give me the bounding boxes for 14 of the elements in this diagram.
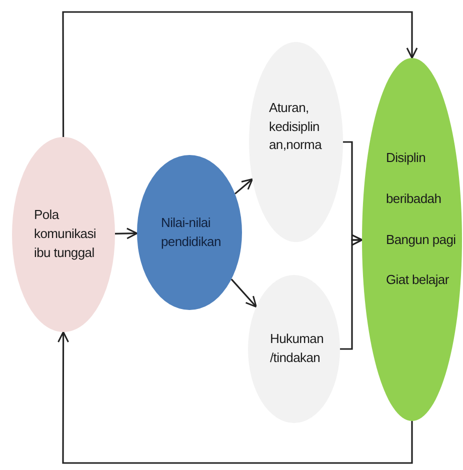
arrow	[114, 228, 138, 240]
node-text: beribadah	[386, 190, 442, 208]
arrow	[340, 234, 363, 350]
node-text: Hukuman /tindakan	[270, 330, 325, 367]
node-text: Pola komunikasi ibu tunggal	[34, 206, 98, 262]
node-text: Giat belajar	[386, 271, 450, 290]
arrow	[62, 11, 418, 137]
node-text: Aturan, kedisiplin an,norma	[269, 98, 323, 154]
arrow	[58, 331, 413, 464]
arrow	[230, 278, 257, 308]
node-text: Nilai-nilai pendidikan	[161, 214, 222, 251]
arrow	[234, 178, 254, 194]
node-text: Bangun pagi	[386, 230, 457, 249]
node-text: Disiplin	[386, 148, 427, 167]
